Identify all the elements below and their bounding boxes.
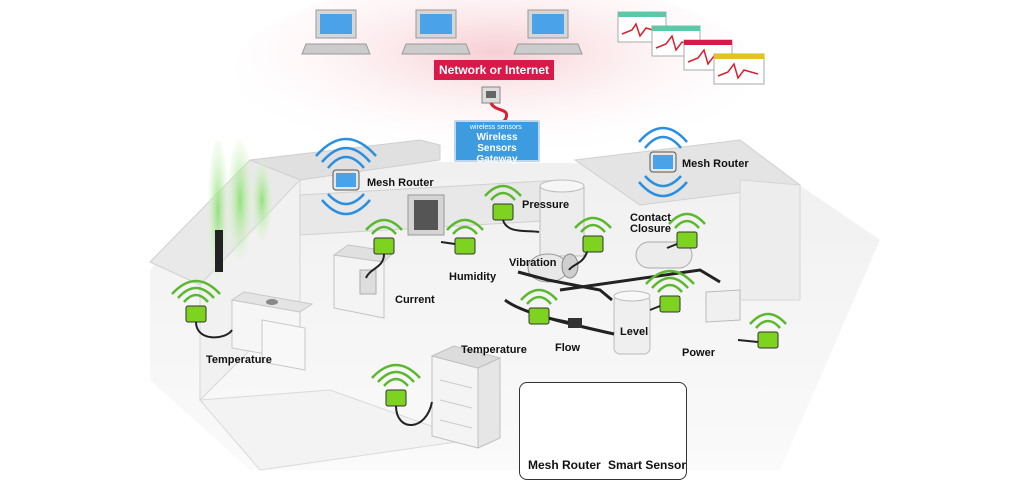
legend-smart-sensor-label: Smart Sensor — [608, 458, 687, 472]
gateway-line2: Gateway — [476, 154, 518, 165]
legend-mesh-router-label: Mesh Router — [528, 458, 601, 472]
gateway-brand: wireless sensors — [470, 124, 522, 131]
mesh-router-right — [638, 126, 688, 198]
ethernet-port — [486, 91, 496, 98]
network-label: Network or Internet — [434, 60, 554, 80]
smart-sensor-level — [645, 269, 695, 313]
label-closure: Closure — [630, 223, 671, 235]
label-temperature-center: Temperature — [461, 344, 527, 356]
smart-sensor-temperature-center — [371, 363, 433, 426]
level-tank — [613, 290, 651, 355]
pressure-tank — [539, 179, 585, 257]
smart-sensor-flow — [520, 288, 570, 325]
label-current: Current — [395, 294, 435, 306]
server-rack — [230, 291, 314, 371]
label-vibration: Vibration — [509, 257, 557, 269]
smart-sensor-vibration — [568, 216, 612, 271]
computer-icon — [301, 9, 371, 55]
power-panel — [705, 289, 741, 323]
gateway-line1: Wireless Sensors — [476, 132, 518, 154]
label-humidity: Humidity — [449, 271, 497, 283]
gateway-box: wireless sensors Wireless Sensors Gatewa… — [454, 120, 540, 165]
label-pressure: Pressure — [522, 199, 570, 211]
label-mesh-router-right: Mesh Router — [682, 158, 749, 170]
computer-icon — [513, 9, 583, 55]
computer-icon — [401, 9, 471, 55]
horizontal-tank — [635, 241, 693, 269]
pipe — [559, 268, 721, 292]
label-contact: Contact — [630, 212, 671, 224]
smart-sensor-pressure — [484, 184, 540, 233]
label-level: Level — [620, 326, 649, 338]
motor — [517, 253, 613, 302]
label-flow: Flow — [555, 342, 581, 354]
smart-sensor-power — [737, 312, 787, 349]
wall-right-side — [739, 179, 801, 301]
smart-sensor-current — [365, 218, 403, 279]
report-chart-icon — [713, 53, 765, 85]
smart-sensor-humidity — [440, 218, 484, 255]
smart-sensor-temperature-left — [171, 279, 233, 339]
legend-box: Mesh Router Smart Sensor — [519, 382, 687, 480]
label-mesh-router-left: Mesh Router — [367, 177, 434, 189]
antenna — [208, 140, 272, 280]
flow-meter — [568, 318, 582, 328]
smart-sensor-contact-closure — [666, 212, 706, 249]
label-temperature-left: Temperature — [206, 354, 272, 366]
label-power: Power — [682, 347, 716, 359]
mesh-router-left — [315, 137, 377, 216]
window-pane — [414, 200, 438, 230]
temperature-cabinet — [430, 345, 502, 449]
